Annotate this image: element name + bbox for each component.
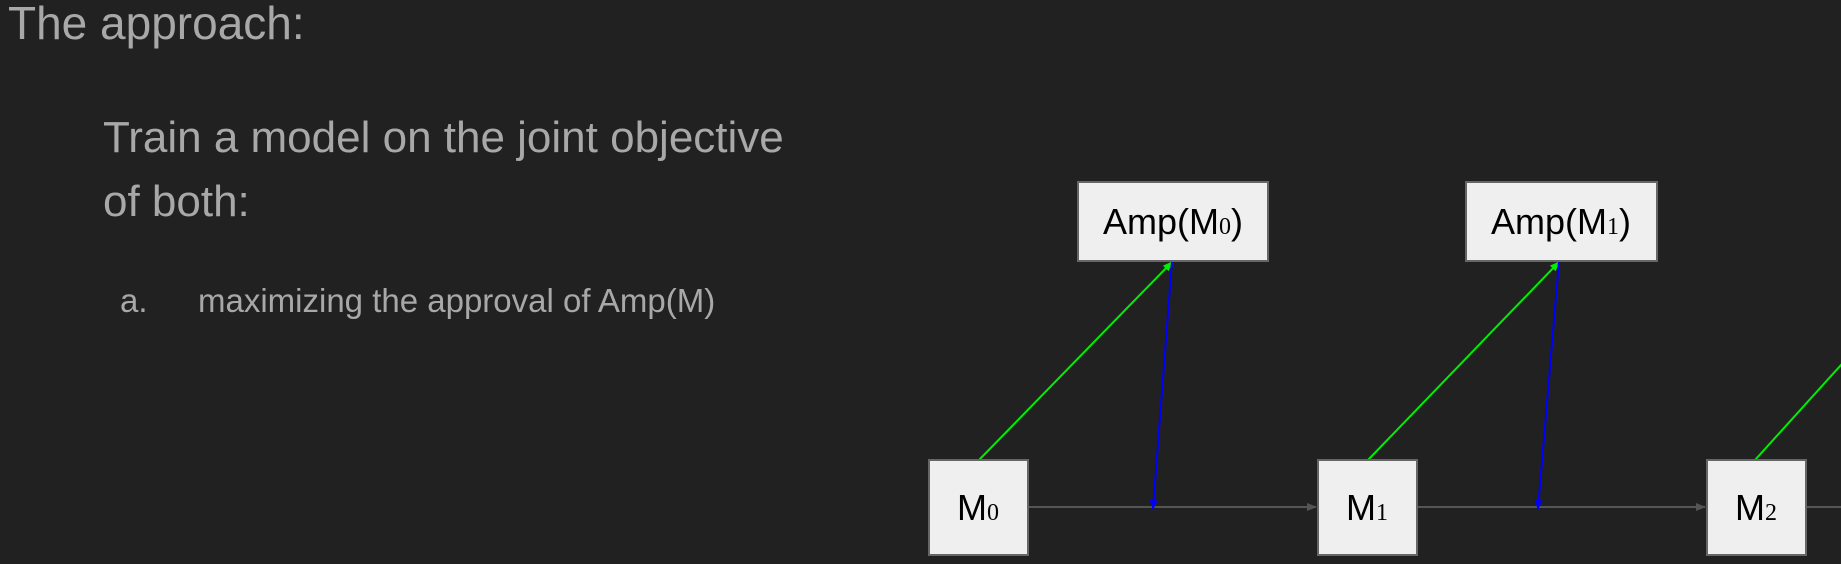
svg-text:Amp(M1): Amp(M1): [1491, 201, 1631, 242]
amp-node-1: Amp(M1): [1465, 181, 1658, 262]
model-node-2: M2: [1706, 459, 1807, 556]
amplify-edge: [978, 261, 1173, 461]
amp-node-0: Amp(M0): [1077, 181, 1269, 262]
model-node-1: M1: [1317, 459, 1418, 556]
feedback-edge: [1534, 260, 1560, 510]
amplify-edge: [1367, 261, 1560, 461]
slide-title: The approach:: [8, 0, 305, 49]
body-line-1: Train a model on the joint objective: [103, 113, 784, 162]
list-item: maximizing the approval of Amp(M): [198, 282, 716, 319]
svg-text:M0: M0: [957, 487, 999, 528]
svg-text:M1: M1: [1346, 487, 1388, 528]
svg-text:M2: M2: [1735, 487, 1777, 528]
body-line-2: of both:: [103, 177, 250, 226]
feedback-edge: [1149, 260, 1173, 510]
model-node-0: M0: [928, 459, 1029, 556]
slide-body: Train a model on the joint objective of …: [103, 106, 784, 234]
amplify-edge: [1754, 363, 1841, 461]
svg-text:Amp(M0): Amp(M0): [1103, 201, 1243, 242]
list-marker: a.: [120, 282, 148, 319]
